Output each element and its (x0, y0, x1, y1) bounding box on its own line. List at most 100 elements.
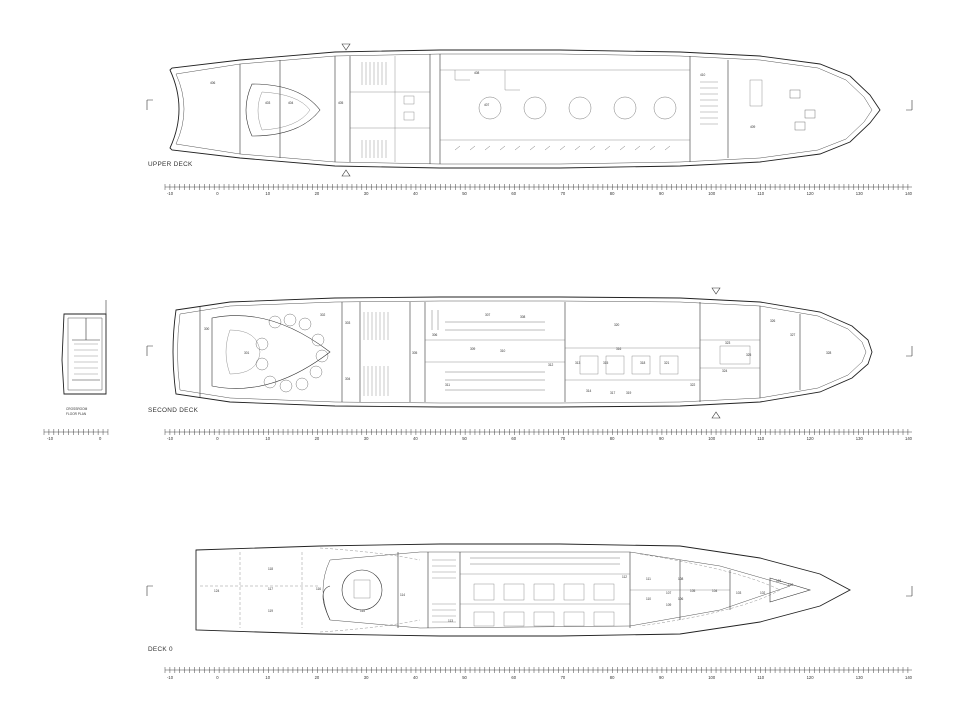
scale-label: 10 (265, 675, 270, 680)
room-label: 403 (265, 101, 271, 105)
scale-label: -10 (167, 191, 174, 196)
room-label: 313 (575, 361, 581, 365)
room-label: 113 (448, 619, 453, 623)
scale-label: 70 (561, 675, 566, 680)
scale-label: 100 (708, 436, 716, 441)
room-label: 300 (204, 327, 210, 331)
scale-label: 120 (807, 675, 815, 680)
scale-label: 130 (856, 675, 864, 680)
scale-label: 100 (708, 675, 716, 680)
room-label: 314 (586, 389, 592, 393)
scale-label: 120 (807, 191, 815, 196)
room-label: 102 (760, 591, 766, 595)
section-marker-left (146, 99, 153, 110)
inset-scale-label: -10 (47, 436, 54, 441)
room-label: 305 (412, 351, 418, 355)
scale-label: 90 (659, 191, 664, 196)
scale-label: 90 (659, 675, 664, 680)
scale-label: 50 (462, 191, 467, 196)
room-label: 106 (678, 597, 684, 601)
deck0-plan: 124 118 117 119 116 115 114 113 112 111 … (146, 543, 913, 653)
room-label: 328 (826, 351, 832, 355)
room-label: 317 (610, 391, 616, 395)
second-deck-label: SECOND DECK (148, 407, 199, 414)
scale-label: 0 (216, 191, 219, 196)
scale-label: 30 (364, 436, 369, 441)
room-label: 117 (268, 587, 273, 591)
room-label: 304 (345, 377, 351, 381)
room-label: 109 (666, 603, 672, 607)
room-label: 114 (400, 593, 405, 597)
scale-label: 130 (856, 191, 864, 196)
room-label: 303 (345, 321, 351, 325)
room-label: 406 (210, 81, 216, 85)
upper-deck-plan: 403 404 405 406 407 408 409 410 UPPER DE… (146, 43, 913, 177)
room-label: 306 (432, 333, 438, 337)
room-label: 310 (500, 349, 506, 353)
scale-label: 80 (610, 675, 615, 680)
scale-label: 110 (757, 675, 764, 680)
room-label: 103 (736, 591, 742, 595)
room-label: 319 (626, 391, 632, 395)
room-label: 315 (603, 361, 609, 365)
deck0-label: DECK 0 (148, 646, 173, 653)
inset-label-1: CROSSROOM (66, 407, 88, 411)
scale-label: 40 (413, 436, 418, 441)
scale-label: 110 (757, 436, 764, 441)
room-label: 321 (664, 361, 670, 365)
inset-label-2: FLOOR PLAN (66, 412, 87, 416)
room-label: 105 (690, 589, 696, 593)
scale-label: 70 (561, 191, 566, 196)
scale-label: 10 (265, 436, 270, 441)
scale-label: 0 (216, 436, 219, 441)
scale-label: -10 (167, 675, 174, 680)
scale-label: 120 (807, 436, 815, 441)
scale-label: 140 (905, 191, 913, 196)
room-label: 324 (722, 369, 728, 373)
upper-deck-label: UPPER DECK (148, 161, 193, 168)
room-label: 118 (268, 567, 273, 571)
scale-label: 60 (511, 191, 516, 196)
room-label: 108 (678, 577, 684, 581)
room-label: 325 (746, 353, 752, 357)
room-label: 407 (484, 103, 490, 107)
room-label: 307 (485, 313, 491, 317)
second-deck-hull (172, 296, 873, 408)
room-label: 104 (712, 589, 718, 593)
scale-label: 140 (905, 675, 913, 680)
room-label: 124 (214, 589, 220, 593)
room-label: 322 (690, 383, 696, 387)
room-label: 308 (520, 315, 526, 319)
scale-label: 60 (511, 436, 516, 441)
room-label: 302 (320, 313, 326, 317)
room-label: 119 (268, 609, 273, 613)
scale-label: -10 (167, 436, 174, 441)
room-label: 111 (646, 577, 651, 581)
scale-label: 90 (659, 436, 664, 441)
room-label: 320 (614, 323, 620, 327)
scale-label: 50 (462, 675, 467, 680)
room-label: 112 (622, 575, 627, 579)
scale-label: 140 (905, 436, 913, 441)
room-label: 323 (725, 341, 731, 345)
scale-label: 40 (413, 675, 418, 680)
section-marker-right (906, 100, 913, 111)
scale-label: 130 (856, 436, 864, 441)
scale-label: 20 (315, 675, 320, 680)
second-deck-plan: 300 301 302 303 304 305 306 307 308 309 … (146, 287, 913, 419)
room-label: 116 (316, 587, 321, 591)
scale-label: 0 (216, 675, 219, 680)
room-label: 408 (474, 71, 480, 75)
room-label: 101 (776, 579, 782, 583)
scale-label: 40 (413, 191, 418, 196)
scale-label: 60 (511, 675, 516, 680)
crossroom-inset: CROSSROOM FLOOR PLAN -10 0 (43, 300, 109, 441)
scale-label: 30 (364, 191, 369, 196)
room-label: 326 (770, 319, 776, 323)
scale-label: 70 (561, 436, 566, 441)
scale-label: 100 (708, 191, 716, 196)
room-label: 316 (616, 347, 622, 351)
room-label: 110 (646, 597, 651, 601)
